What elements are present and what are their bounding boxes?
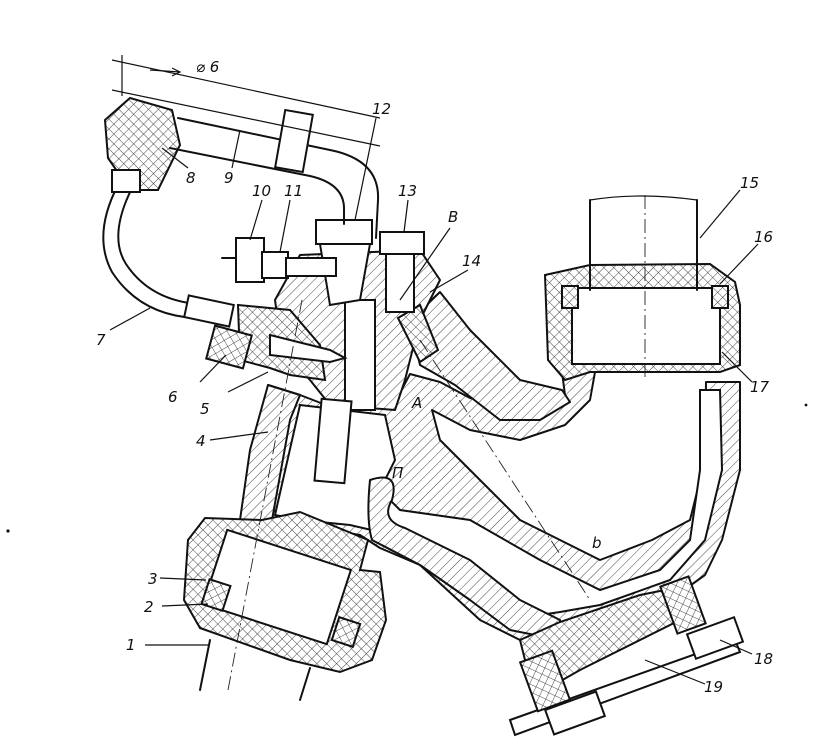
nipple-nut-6 xyxy=(205,324,253,370)
screw-13-body xyxy=(385,253,415,313)
part-labels: 1 2 3 4 5 6 7 8 9 10 11 12 13 14 15 16 1… xyxy=(96,58,773,696)
nut-18-right xyxy=(685,615,745,661)
bottom-cover xyxy=(508,575,745,737)
gasket-3 xyxy=(200,577,232,613)
label-15: 15 xyxy=(740,174,759,192)
label-5: 5 xyxy=(200,400,210,418)
tube-9-lower xyxy=(169,147,346,225)
bolt-18-right xyxy=(659,575,707,635)
inlet-branch-wall xyxy=(409,291,571,421)
gasket-17a xyxy=(561,285,579,309)
center-lines xyxy=(227,195,646,691)
label-3: 3 xyxy=(148,570,158,588)
dim-arrow xyxy=(149,67,182,77)
gasket-17b xyxy=(711,285,729,309)
label-9: 9 xyxy=(224,169,234,187)
valve-stem-bore xyxy=(344,299,376,411)
axis-left-pipe xyxy=(227,299,303,691)
pipe-end-15 xyxy=(571,287,721,365)
label-p: П xyxy=(392,464,403,482)
fitting-8 xyxy=(103,96,182,191)
label-b: b xyxy=(592,534,602,552)
fitting-8-collar xyxy=(111,169,141,193)
leader-lines xyxy=(109,117,759,685)
bolt-18-left xyxy=(518,649,572,713)
nut-11 xyxy=(261,251,289,279)
partition-wall xyxy=(367,476,561,641)
valve-stem xyxy=(313,397,353,485)
pipe-1-wall-left xyxy=(199,639,211,691)
label-7: 7 xyxy=(96,331,106,349)
pipe-end-1 xyxy=(201,528,353,646)
label-a: A xyxy=(411,394,422,412)
label-18: 18 xyxy=(754,650,773,668)
label-6: 6 xyxy=(168,388,178,406)
bolt-10-shank xyxy=(285,257,337,277)
stray-dot-left xyxy=(6,529,10,533)
needle-valve xyxy=(205,303,348,382)
label-8: 8 xyxy=(186,169,196,187)
bonnet-assembly xyxy=(221,219,441,485)
tube-7-fitting xyxy=(183,294,235,328)
axis-diagonal xyxy=(419,339,591,601)
gasket-3b xyxy=(330,615,362,649)
label-v: В xyxy=(448,208,458,226)
screw-13-head xyxy=(379,231,425,255)
label-11: 11 xyxy=(284,182,303,200)
tubing xyxy=(102,55,381,328)
label-4: 4 xyxy=(196,432,206,450)
tube-7-inner xyxy=(117,187,199,305)
label-2: 2 xyxy=(144,598,154,616)
nut-18-left xyxy=(543,690,607,736)
label-14: 14 xyxy=(462,252,481,270)
tube-7-outer xyxy=(102,184,196,319)
upper-right-union xyxy=(543,195,741,382)
label-1: 1 xyxy=(126,636,136,654)
stray-dot-right xyxy=(804,403,808,407)
pipe-1-wall-right xyxy=(299,667,311,701)
label-13: 13 xyxy=(398,182,417,200)
lower-left-union xyxy=(182,510,388,701)
label-17: 17 xyxy=(750,378,770,396)
label-12: 12 xyxy=(372,100,391,118)
needle-5 xyxy=(269,333,348,364)
dim-line-bottom xyxy=(111,89,381,147)
tube-9-upper xyxy=(177,117,380,239)
label-19: 19 xyxy=(704,678,723,696)
bolt-10-head xyxy=(235,237,265,283)
label-diameter: ⌀ 6 xyxy=(196,58,219,76)
tube-9-clamp xyxy=(274,108,314,174)
label-16: 16 xyxy=(754,228,773,246)
valve-body xyxy=(239,291,741,641)
dim-line-top xyxy=(111,59,381,119)
label-10: 10 xyxy=(252,182,271,200)
pipe-15-break xyxy=(589,195,698,201)
